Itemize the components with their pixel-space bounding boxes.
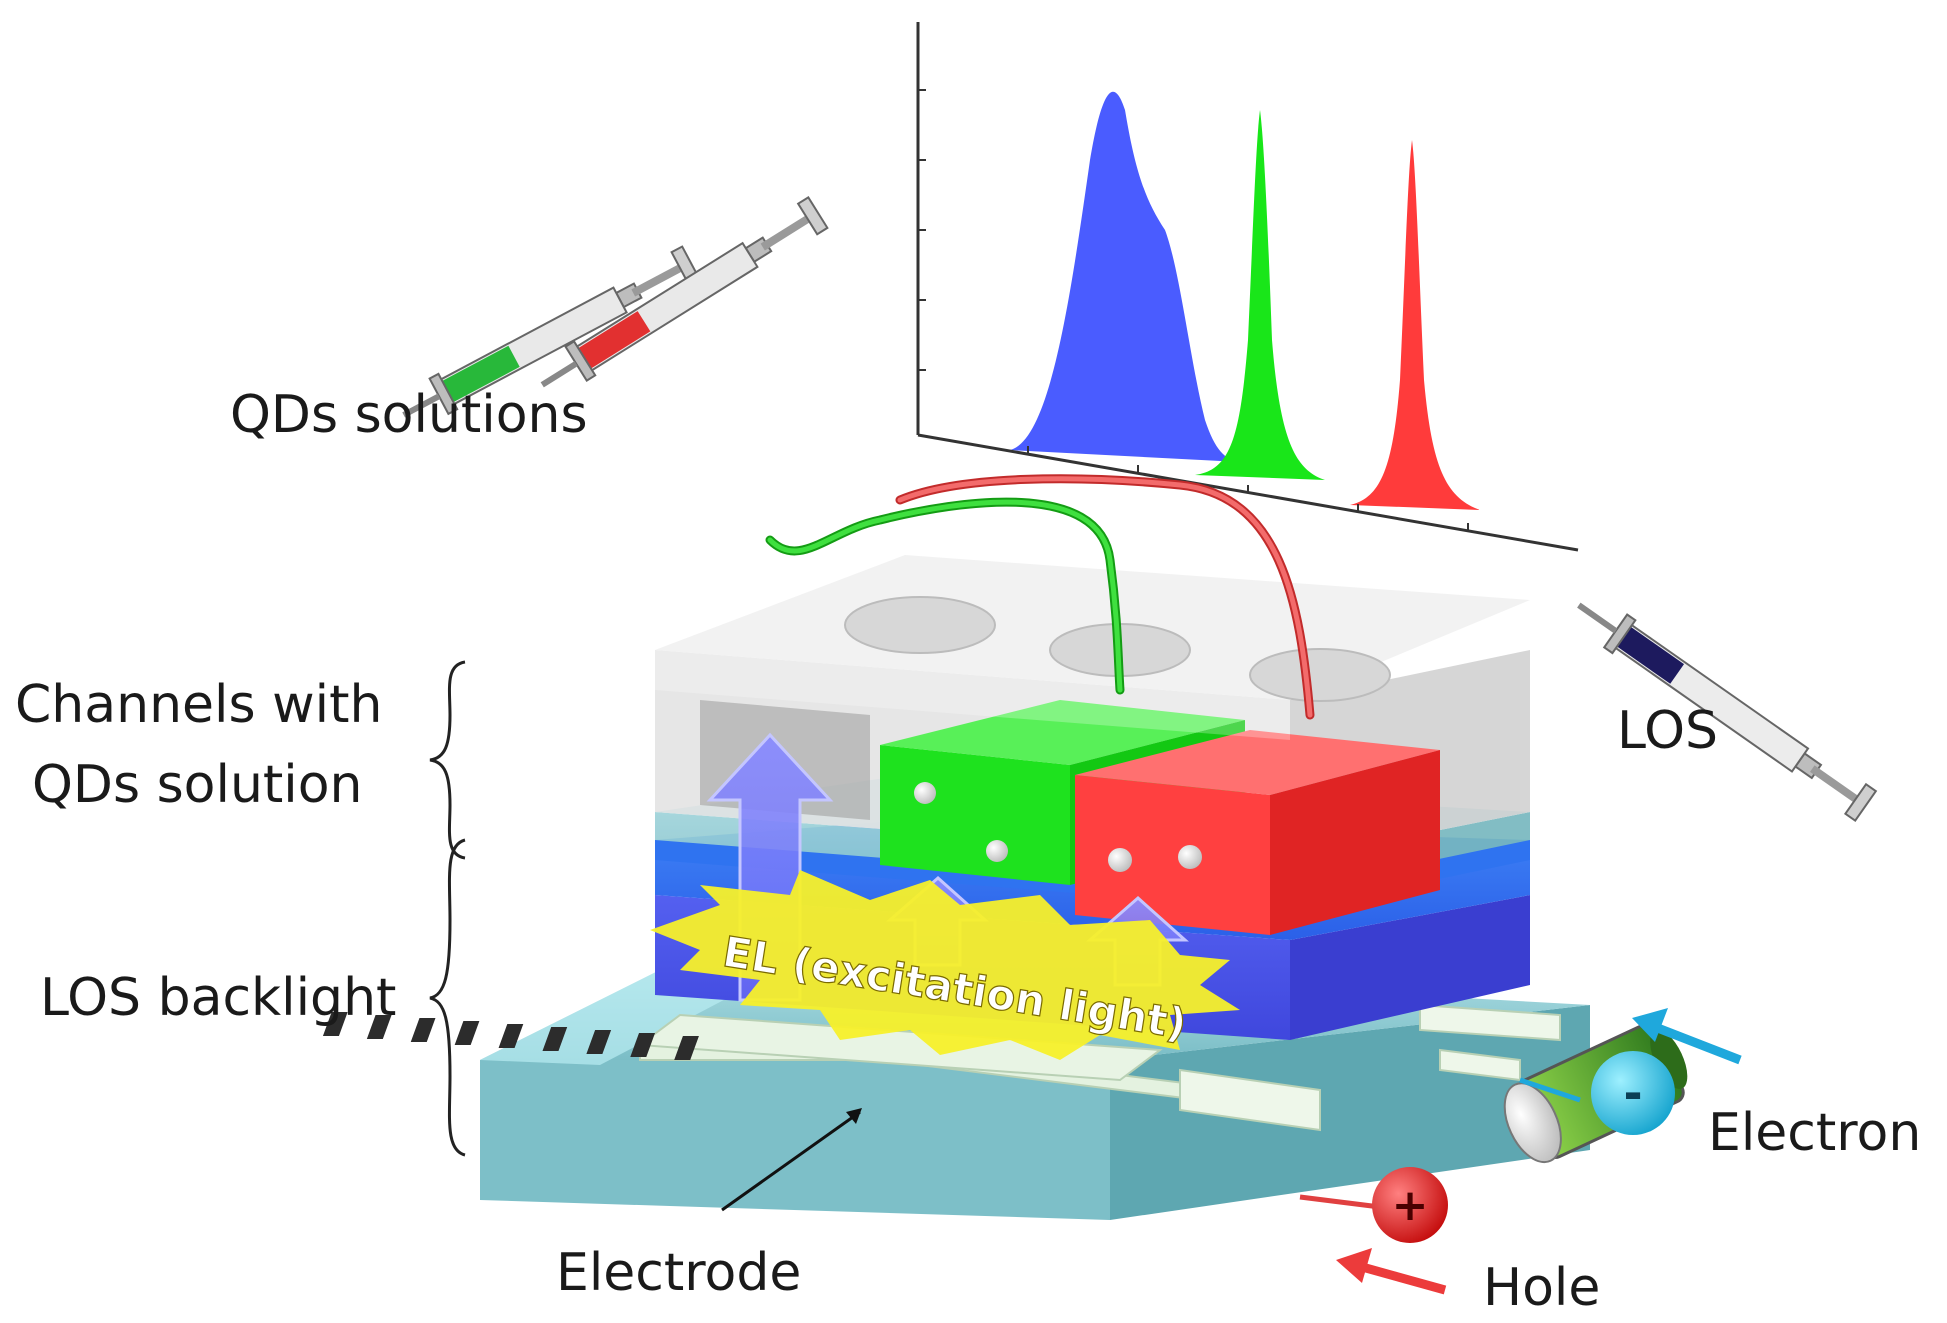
- syringe-icon: [1567, 589, 1877, 823]
- los-label: LOS: [1617, 701, 1718, 761]
- curly-brace-icon: [430, 662, 465, 858]
- hole-wire: [1300, 1197, 1380, 1207]
- los-backlight-label: LOS backlight: [40, 968, 396, 1028]
- electron-icon: -: [1591, 1051, 1675, 1135]
- channels-label-line2: QDs solution: [32, 755, 363, 815]
- hole-icon: +: [1372, 1167, 1448, 1243]
- hole-label: Hole: [1483, 1258, 1600, 1318]
- hole-arrow: [1336, 1248, 1445, 1290]
- green-emission-peak: [1195, 110, 1325, 480]
- red-emission-peak: [1350, 140, 1480, 510]
- svg-text:+: +: [1392, 1180, 1429, 1231]
- electrode-label: Electrode: [556, 1243, 801, 1303]
- svg-text:-: -: [1623, 1066, 1642, 1120]
- channel-inlet-3: [1250, 649, 1390, 701]
- spectrum-ticks: [918, 90, 1468, 531]
- electron-label: Electron: [1708, 1103, 1921, 1163]
- curly-brace-icon: [430, 840, 465, 1155]
- syringe-icon: [532, 196, 829, 402]
- emission-spectrum-plot: [918, 22, 1578, 550]
- blue-emission-peak: [1010, 92, 1240, 462]
- qds-solutions-label: QDs solutions: [230, 385, 588, 445]
- channel-inlet-1: [845, 597, 995, 653]
- channels-label-line1: Channels with: [15, 675, 382, 735]
